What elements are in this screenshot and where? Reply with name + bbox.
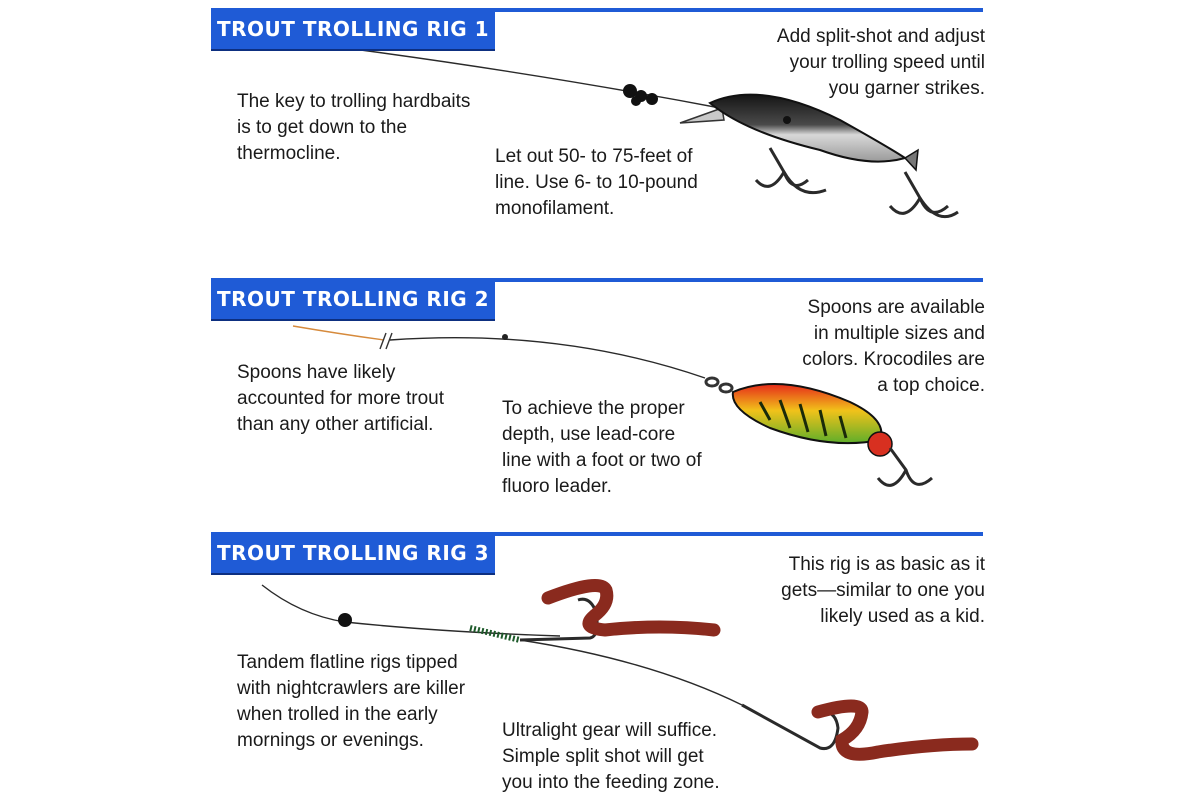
swivel-icon (704, 376, 734, 394)
rig3-tandem-line (519, 639, 743, 706)
rig3-title: TROUT TROLLING RIG 3 (211, 533, 495, 573)
rig2-section: TROUT TROLLING RIG 2 Spoons have likely … (0, 270, 1200, 530)
spoon-lure-icon (731, 383, 893, 457)
split-shot-icon (338, 613, 352, 627)
rig1-illustration (299, 41, 959, 219)
rig3-section: TROUT TROLLING RIG 3 Tandem flatline rig… (0, 524, 1200, 793)
crankbait-lure-icon (679, 93, 919, 172)
rig1-section: TROUT TROLLING RIG 1 The key to trolling… (0, 0, 1200, 260)
fluoro-leader-line (389, 337, 706, 379)
rig1-title: TROUT TROLLING RIG 1 (211, 9, 495, 49)
treble-hook-icon (754, 147, 959, 219)
rig2-header-rule (211, 278, 983, 282)
rig3-illustration (261, 579, 979, 761)
rig3-main-line (261, 584, 561, 637)
nightcrawler-worm-icon (541, 579, 979, 761)
rig1-note-left: The key to trolling hardbaits is to get … (237, 91, 471, 164)
rig2-note-center: To achieve the proper depth, use lead-co… (502, 398, 702, 497)
treble-hook-icon (876, 447, 933, 487)
rig1-line (299, 41, 721, 109)
rig2-note-left: Spoons have likely accounted for more tr… (237, 362, 444, 435)
rig3-note-center: Ultralight gear will suffice. Simple spl… (502, 720, 720, 793)
split-shot-icon (623, 84, 658, 106)
rig3-note-left: Tandem flatline rigs tipped with nightcr… (237, 652, 466, 751)
rig2-title: TROUT TROLLING RIG 2 (211, 279, 495, 319)
rig1-note-right: Add split-shot and adjust your trolling … (776, 26, 985, 99)
rig1-header-rule (211, 8, 983, 12)
rig3-header-rule (211, 532, 983, 536)
rig3-note-right: This rig is as basic as it gets—similar … (781, 554, 985, 627)
rig2-note-right: Spoons are available in multiple sizes a… (802, 297, 985, 396)
rig1-note-center: Let out 50- to 75-feet of line. Use 6- t… (495, 146, 698, 219)
lead-core-line (292, 325, 385, 341)
rig2-illustration (292, 325, 933, 487)
